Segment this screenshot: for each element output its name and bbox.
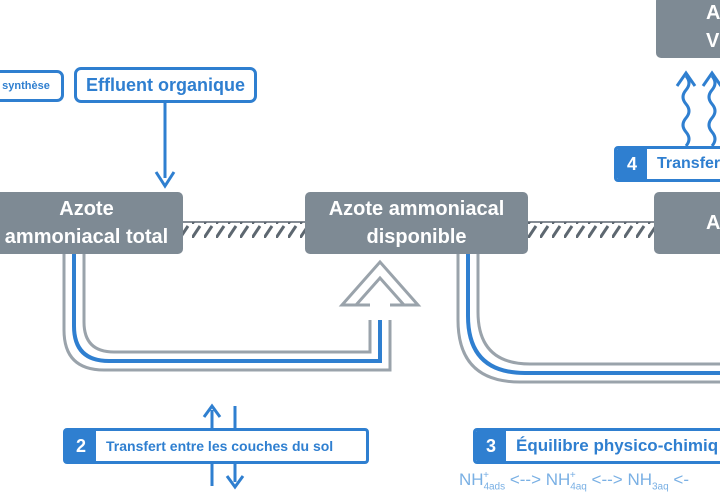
- process-4-label: 4 Transfer: [614, 146, 720, 182]
- process-3-label: 3 Équilibre physico-chimiq: [473, 428, 720, 464]
- eq-term-3-sub: 3aq: [652, 481, 669, 493]
- eq-arrow-2: <-->: [586, 470, 628, 489]
- effluent-to-azote-arrow: [154, 98, 176, 189]
- wavy-arrow-up-icon: [675, 70, 720, 147]
- process-2-number: 2: [66, 431, 96, 461]
- eq-arrow-1: <-->: [505, 470, 546, 489]
- azote-dispo-line1: Azote ammoniacal: [328, 198, 505, 220]
- process-4-number: 4: [617, 149, 647, 179]
- eq-term-2: NH: [545, 470, 571, 489]
- eq-term-1-tag: ads: [488, 481, 506, 493]
- eq-term-2-sup: +: [569, 470, 576, 482]
- azote-ammoniacal-disponible-box: Azote ammoniacal disponible: [305, 192, 528, 254]
- left-transfer-loop: [62, 252, 422, 372]
- process-2-label: 2 Transfert entre les couches du sol: [63, 428, 369, 464]
- azote-ammoniacal-total-box: Azote ammoniacal total: [0, 192, 183, 254]
- right-equilibrium-loop: [456, 252, 720, 384]
- azote-right-label: A: [706, 212, 720, 234]
- azote-total-line1: Azote: [59, 198, 114, 220]
- eq-term-3: NH: [627, 470, 652, 489]
- eq-arrow-3: <-: [668, 470, 689, 489]
- azote-right-box: A: [654, 192, 720, 254]
- eq-term-1-sub: 4: [483, 481, 490, 493]
- eq-term-1-sup: +: [483, 470, 489, 482]
- effluent-organique-box: Effluent organique: [74, 67, 257, 103]
- process-4-text: Transfer: [657, 155, 720, 172]
- top-right-line2: V: [706, 30, 720, 52]
- eq-term-2-sub: 4: [570, 481, 576, 493]
- eq-term-1: NH: [459, 470, 484, 489]
- process-2-text: Transfert entre les couches du sol: [106, 438, 334, 454]
- top-right-box: A V: [656, 0, 720, 58]
- top-right-line1: A: [706, 2, 720, 24]
- synthese-label: synthèse: [2, 80, 50, 92]
- hatched-ground-line: [182, 221, 654, 238]
- effluent-label: Effluent organique: [86, 74, 245, 95]
- azote-dispo-line2: disponible: [366, 226, 467, 248]
- equilibrium-equation: NH4+ads <--> NH4+aq <--> NH3aq <-: [459, 470, 689, 492]
- azote-total-line2: ammoniacal total: [4, 226, 169, 248]
- process-3-number: 3: [476, 431, 506, 461]
- eq-term-2-tag: aq: [575, 481, 587, 493]
- process-3-text: Équilibre physico-chimiq: [516, 436, 719, 455]
- synthese-box: synthèse: [0, 70, 64, 102]
